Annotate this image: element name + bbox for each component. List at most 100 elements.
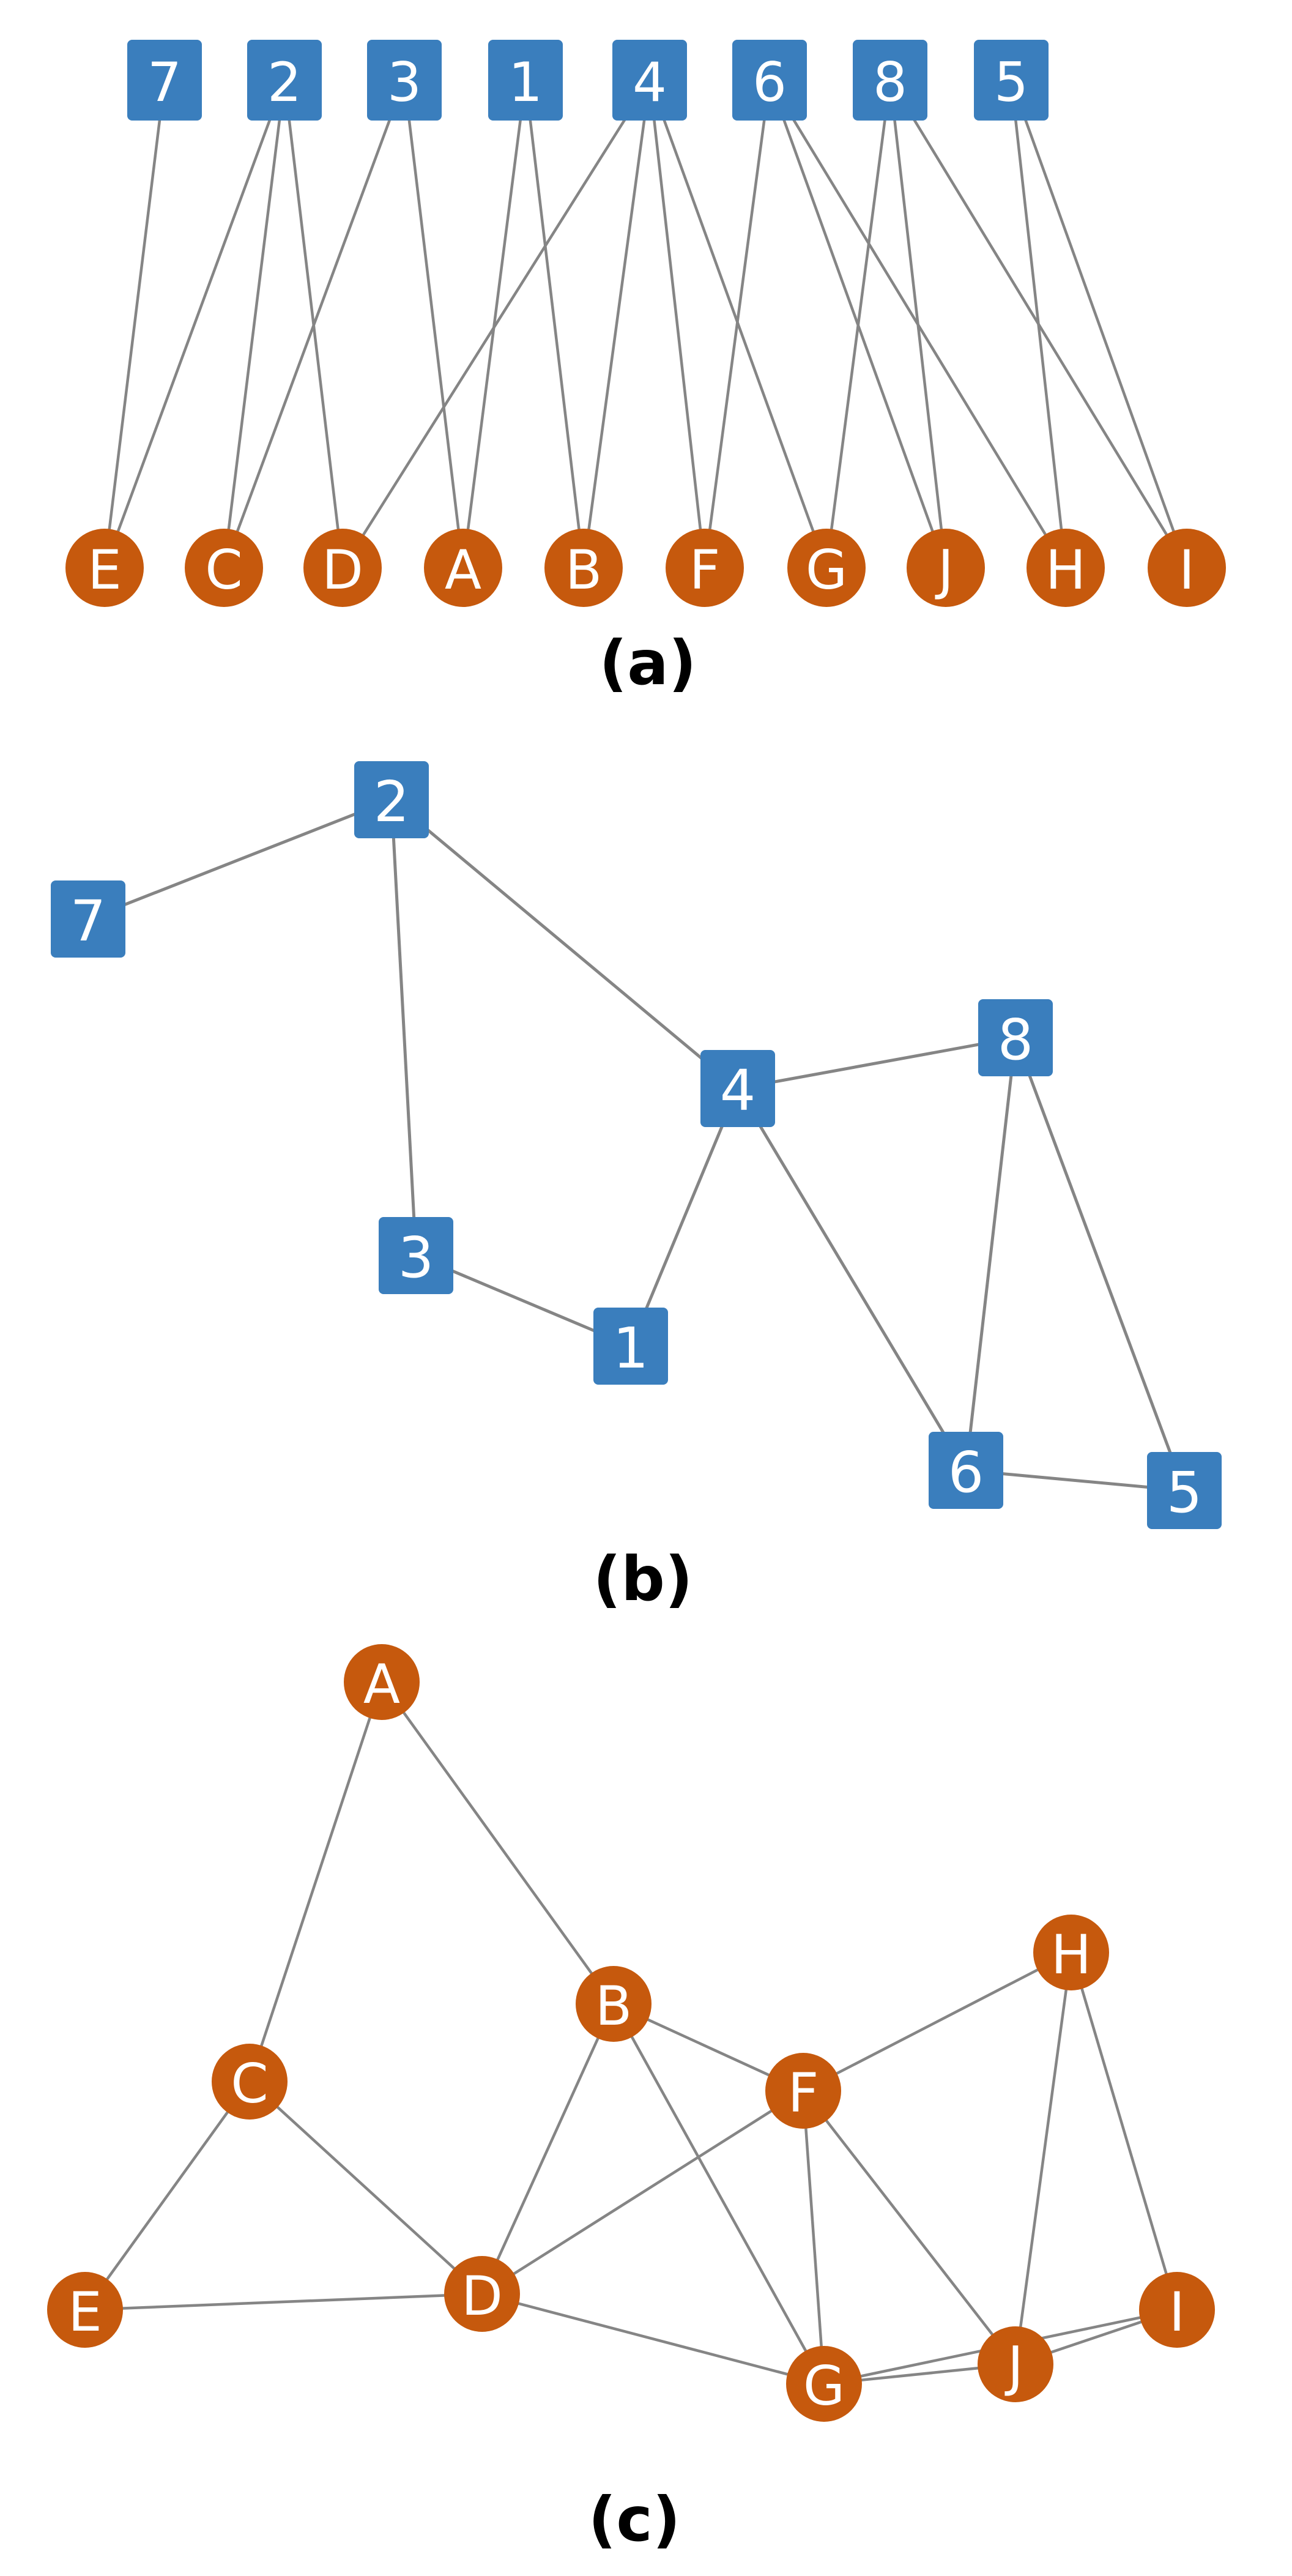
node-I-label: I: [1169, 2280, 1185, 2343]
node-5-label: 5: [994, 51, 1028, 114]
node-G-letter-shape: [786, 2346, 862, 2422]
node-J-label: J: [1004, 2335, 1023, 2398]
node-A-letter-shape: [424, 529, 502, 607]
edge-4-F: [648, 80, 707, 568]
edge-C-D: [248, 2080, 483, 2295]
node-C-label: C: [205, 538, 242, 601]
node-2-number-shape: [247, 40, 322, 121]
node-G-label: G: [806, 538, 847, 601]
edge-A-C: [248, 1681, 384, 2082]
node-E-letter-shape: [47, 2272, 123, 2348]
edge-D-F: [481, 2090, 804, 2295]
node-8-number-shape: [978, 999, 1053, 1076]
node-4-label: 4: [720, 1058, 756, 1123]
node-8-label: 8: [998, 1007, 1034, 1073]
edge-7-E: [103, 80, 166, 568]
node-6-label: 6: [948, 1440, 984, 1505]
caption-panel-a: (a): [600, 627, 697, 699]
edge-1-A: [461, 80, 527, 568]
edge-2-3: [390, 799, 418, 1256]
node-I-letter-shape: [1148, 529, 1226, 607]
node-A-label: A: [445, 538, 481, 601]
node-I-letter-shape: [1139, 2272, 1215, 2348]
node-H-letter-shape: [1033, 1915, 1109, 1990]
node-E-letter-shape: [65, 529, 144, 607]
node-8-label: 8: [873, 51, 907, 114]
edge-2-C: [222, 80, 286, 568]
edge-8-G: [825, 80, 892, 568]
edge-3-C: [222, 80, 406, 568]
node-4-number-shape: [700, 1050, 775, 1127]
node-1-number-shape: [488, 40, 563, 121]
node-E-label: E: [68, 2280, 102, 2343]
node-F-label: F: [788, 2061, 819, 2124]
edge-F-J: [802, 2090, 1017, 2366]
edge-H-J: [1014, 1952, 1073, 2365]
node-F-letter-shape: [765, 2053, 841, 2129]
edge-D-G: [481, 2292, 825, 2386]
edge-4-B: [582, 80, 652, 568]
edge-H-I: [1069, 1952, 1179, 2310]
node-7-number-shape: [127, 40, 202, 121]
node-5-label: 5: [1167, 1460, 1203, 1525]
edge-8-6: [964, 1037, 1017, 1471]
node-B-letter-shape: [544, 529, 623, 607]
node-G-label: G: [803, 2355, 845, 2418]
node-3-number-shape: [367, 40, 442, 121]
node-3-label: 3: [398, 1225, 434, 1290]
node-F-label: F: [689, 538, 721, 601]
edge-3-A: [403, 80, 465, 568]
node-H-label: H: [1045, 538, 1086, 601]
edge-A-B: [381, 1681, 615, 2005]
node-C-letter-shape: [212, 2044, 288, 2120]
node-2-label: 2: [267, 51, 302, 114]
node-2-label: 2: [374, 769, 410, 835]
edge-1-B: [524, 80, 585, 568]
edge-2-E: [103, 80, 286, 568]
node-6-number-shape: [929, 1432, 1003, 1509]
node-1-number-shape: [593, 1308, 668, 1385]
caption-panel-c: (c): [588, 2484, 681, 2555]
node-7-label: 7: [70, 888, 106, 954]
edge-F-H: [802, 1951, 1072, 2092]
node-7-number-shape: [51, 880, 125, 958]
edge-2-4: [390, 798, 739, 1090]
edge-B-D: [480, 2003, 615, 2295]
edge-1-4: [629, 1088, 740, 1347]
node-J-letter-shape: [978, 2326, 1053, 2402]
edge-E-D: [84, 2292, 483, 2312]
edge-2-7: [87, 798, 392, 921]
edge-8-J: [888, 80, 948, 568]
node-3-number-shape: [379, 1217, 453, 1294]
edge-B-G: [612, 2003, 825, 2385]
node-2-number-shape: [354, 761, 429, 838]
node-B-letter-shape: [576, 1966, 652, 2042]
edge-8-5: [1014, 1037, 1186, 1491]
edge-5-H: [1009, 80, 1067, 568]
node-D-letter-shape: [303, 529, 382, 607]
node-G-letter-shape: [787, 529, 866, 607]
node-E-label: E: [87, 538, 122, 601]
node-D-label: D: [322, 538, 363, 601]
node-6-label: 6: [752, 51, 787, 114]
node-J-letter-shape: [907, 529, 985, 607]
node-7-label: 7: [147, 51, 182, 114]
caption-panel-b: (b): [593, 1543, 693, 1615]
node-B-label: B: [565, 538, 602, 601]
edge-4-D: [341, 79, 651, 569]
node-C-letter-shape: [185, 529, 263, 607]
node-B-label: B: [595, 1975, 632, 2038]
node-4-number-shape: [612, 40, 687, 121]
edge-6-F: [703, 80, 771, 568]
node-3-label: 3: [387, 51, 421, 114]
node-J-label: J: [935, 538, 954, 601]
node-I-label: I: [1179, 538, 1195, 601]
node-6-number-shape: [732, 40, 807, 121]
node-F-letter-shape: [666, 529, 744, 607]
node-1-label: 1: [508, 51, 543, 114]
edge-C-E: [84, 2080, 251, 2311]
